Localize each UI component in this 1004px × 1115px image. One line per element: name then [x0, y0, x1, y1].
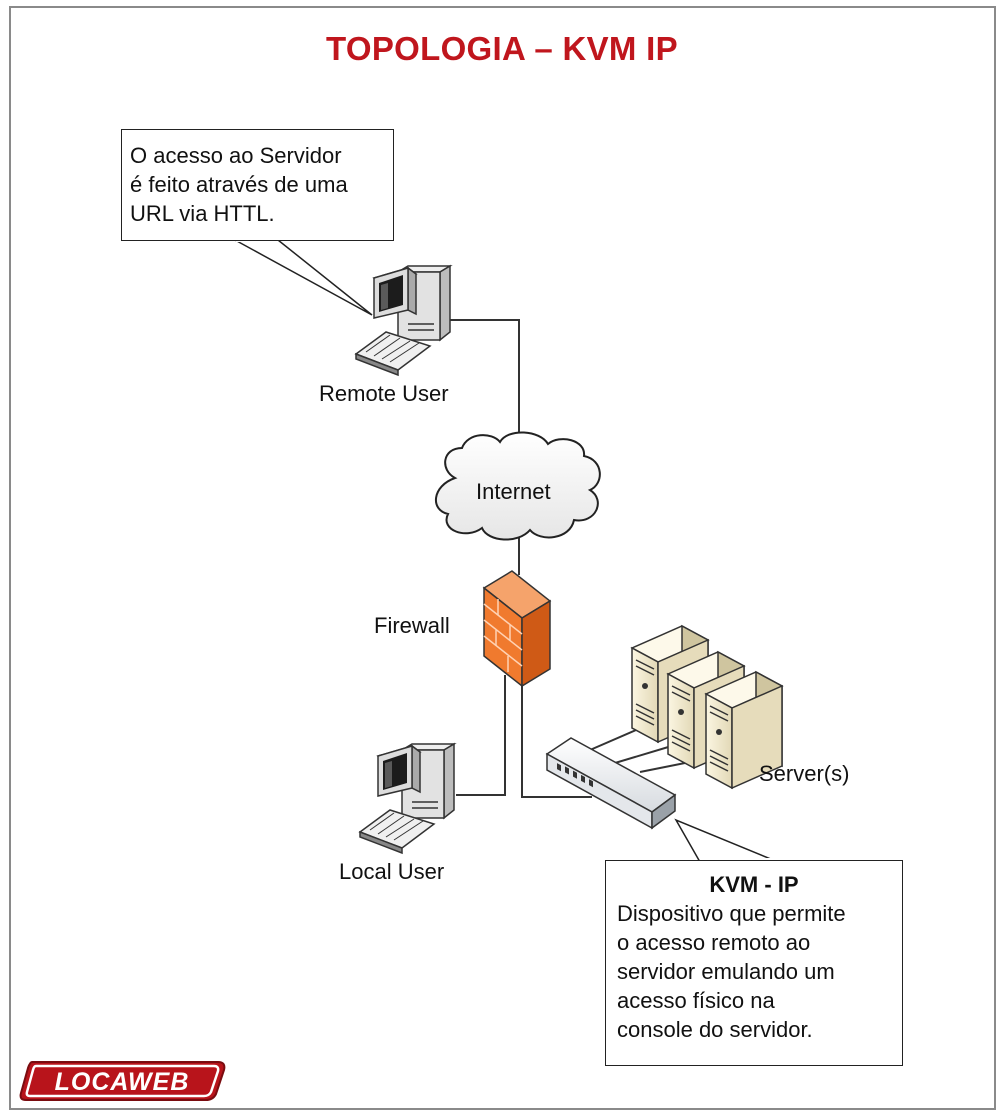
- firewall-icon: [482, 570, 552, 688]
- callout-remote-access: O acesso ao Servidor é feito através de …: [121, 129, 394, 241]
- callout-kvm-line-4: acesso físico na: [617, 988, 775, 1013]
- remote-user-computer-icon: [355, 265, 451, 376]
- callout-remote-pointer: [234, 239, 373, 316]
- local-user-computer-icon: [359, 743, 455, 854]
- local-user-label: Local User: [339, 859, 445, 884]
- servers-label: Server(s): [759, 761, 850, 786]
- callout-kvm-line-1: Dispositivo que permite: [617, 901, 846, 926]
- link-kvm-to-server-2: [614, 744, 676, 764]
- kvm-switch-icon: [545, 737, 677, 830]
- callout-remote-line-1: O acesso ao Servidor: [130, 143, 342, 168]
- locaweb-logo-text: LOCAWEB: [55, 1068, 190, 1096]
- callout-kvm-line-5: console do servidor.: [617, 1017, 813, 1042]
- link-remote-user-to-internet: [450, 319, 520, 452]
- locaweb-logo: LOCAWEB: [19, 1061, 226, 1101]
- internet-label: Internet: [476, 479, 551, 504]
- callout-kvm-pointer: [674, 818, 779, 863]
- remote-user-label: Remote User: [319, 381, 449, 406]
- diagram-frame: [9, 6, 996, 1110]
- callout-kvm-ip: KVM - IP Dispositivo que permite o acess…: [605, 860, 903, 1066]
- callout-kvm-line-3: servidor emulando um: [617, 959, 835, 984]
- diagram-title: TOPOLOGIA – KVM IP: [326, 30, 678, 67]
- link-firewall-to-local-user: [456, 675, 506, 796]
- callout-kvm-line-2: o acesso remoto ao: [617, 930, 811, 955]
- callout-kvm-title: KVM - IP: [709, 872, 799, 897]
- link-firewall-to-kvm-switch: [521, 675, 592, 798]
- firewall-label: Firewall: [374, 613, 450, 638]
- link-kvm-to-server-1: [589, 729, 637, 751]
- callout-remote-line-3: URL via HTTL.: [130, 201, 275, 226]
- callout-remote-line-2: é feito através de uma: [130, 172, 348, 197]
- internet-cloud-icon: [434, 431, 601, 541]
